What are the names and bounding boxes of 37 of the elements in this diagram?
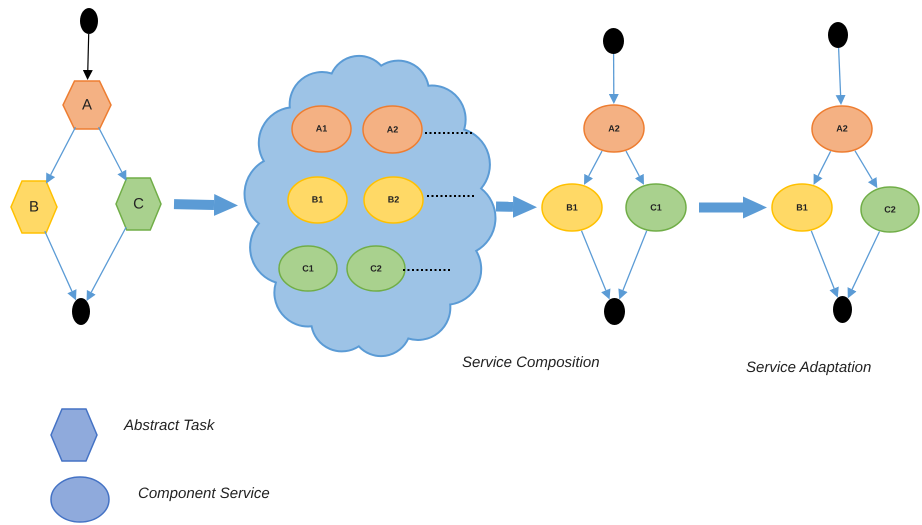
arrow: [82, 34, 93, 80]
service-label: A2: [607, 124, 621, 133]
service-label: A2: [386, 125, 400, 134]
arrow: [86, 226, 127, 302]
service-label: B1: [310, 196, 324, 204]
block-arrow: [496, 196, 537, 218]
service-label: B1: [565, 203, 579, 212]
service-label: A1: [314, 124, 328, 134]
service-label: A2: [835, 124, 849, 134]
arrow: [608, 54, 619, 104]
arrow: [580, 230, 610, 300]
block-arrow: [699, 196, 767, 218]
arrow: [854, 150, 878, 188]
service-label: C2: [883, 205, 897, 214]
service-label: B2: [386, 196, 400, 204]
service-label: C1: [301, 264, 315, 273]
arrow: [814, 151, 832, 185]
task-label: A: [80, 98, 93, 112]
panel-caption: Service Composition: [462, 354, 600, 371]
service-label: B1: [795, 203, 809, 212]
arrow: [625, 150, 644, 185]
service-label: C1: [649, 203, 663, 212]
task-label: B: [28, 200, 40, 214]
service-label: C2: [369, 264, 383, 273]
legend-label: Abstract Task: [124, 417, 214, 434]
legend-label: Component Service: [138, 485, 270, 502]
arrow: [848, 231, 880, 298]
arrow: [46, 126, 76, 184]
panel-caption: Service Adaptation: [746, 359, 872, 376]
block-arrow: [174, 194, 238, 216]
arrow: [618, 230, 648, 300]
arrow: [44, 230, 76, 300]
task-label: C: [132, 196, 145, 212]
arrow: [584, 150, 603, 185]
arrow: [836, 48, 846, 105]
arrow: [98, 126, 126, 181]
arrow: [810, 230, 839, 298]
